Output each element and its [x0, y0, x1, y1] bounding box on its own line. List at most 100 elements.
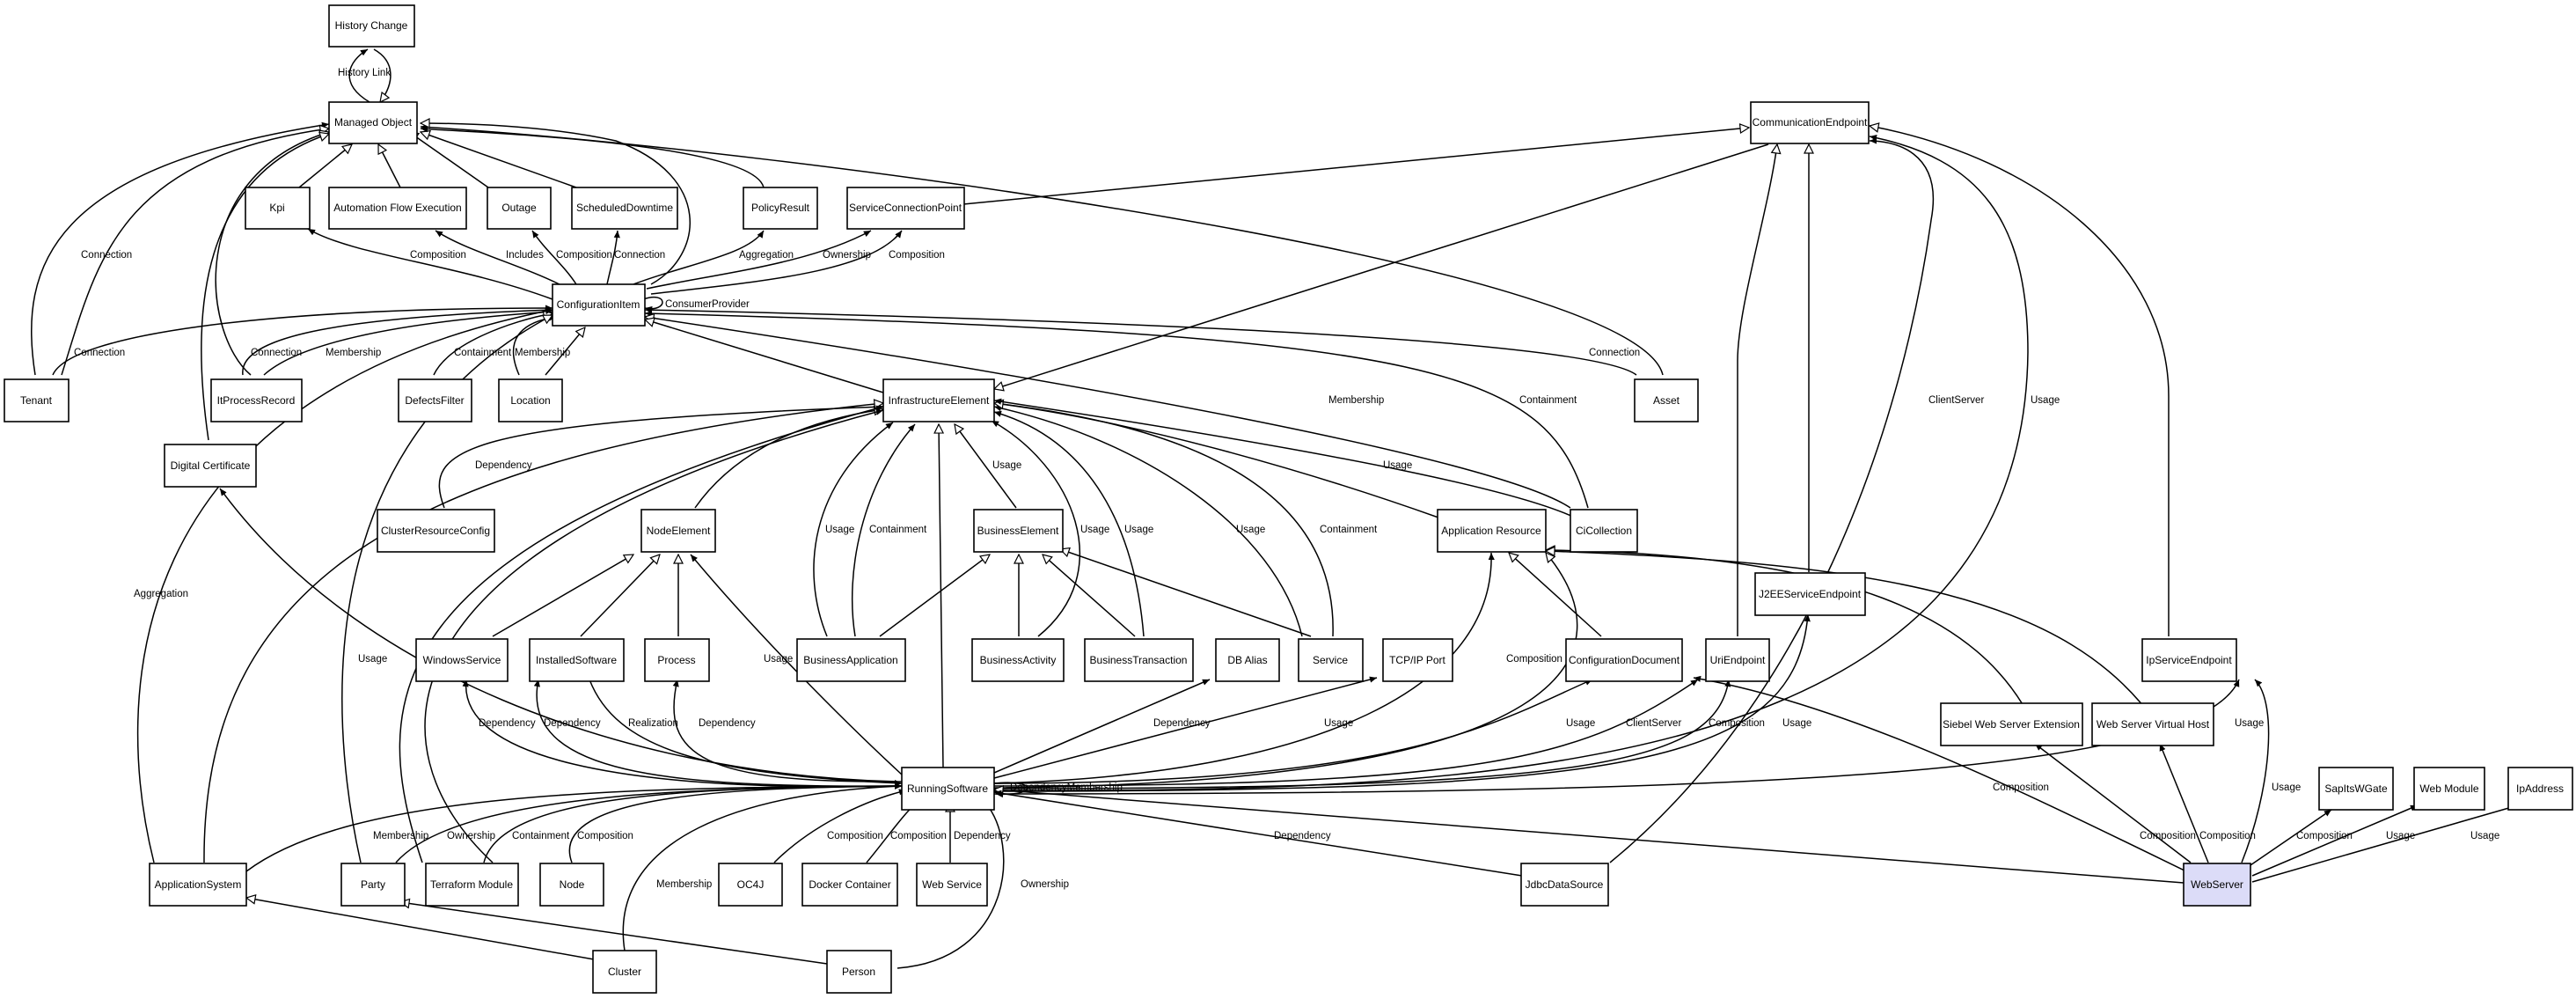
- node-ip-address[interactable]: IpAddress: [2507, 767, 2573, 811]
- label-webserver-configdoc: Composition: [1993, 782, 2049, 793]
- node-installed-software[interactable]: InstalledSoftware: [529, 638, 625, 682]
- node-windows-service[interactable]: WindowsService: [415, 638, 509, 682]
- edge-tenant-ci: [52, 305, 553, 376]
- edge-defectsfilter-ci: [433, 313, 553, 376]
- node-application-system[interactable]: ApplicationSystem: [149, 863, 247, 907]
- label-history-link: History Link: [338, 68, 391, 78]
- node-business-application[interactable]: BusinessApplication: [796, 638, 906, 682]
- label-jdbc-rs: Dependency: [1274, 831, 1331, 841]
- node-sapits-wgate[interactable]: SapItsWGate: [2318, 767, 2394, 811]
- node-node-element[interactable]: NodeElement: [640, 509, 716, 553]
- node-web-server[interactable]: WebServer: [2183, 863, 2251, 907]
- node-history-change[interactable]: History Change: [328, 4, 415, 48]
- node-jdbc-data-source[interactable]: JdbcDataSource: [1520, 863, 1609, 907]
- node-infrastructure-element[interactable]: InfrastructureElement: [882, 378, 995, 422]
- label-rs-windowsservice: Dependency: [479, 718, 536, 729]
- node-cluster[interactable]: Cluster: [592, 950, 657, 994]
- node-label: Web Service: [922, 878, 982, 891]
- node-configuration-item[interactable]: ConfigurationItem: [552, 283, 646, 327]
- node-label: ApplicationSystem: [155, 878, 242, 891]
- node-process[interactable]: Process: [644, 638, 710, 682]
- node-policy-result[interactable]: PolicyResult: [743, 187, 818, 230]
- edge-asset-managed-object: [420, 123, 1664, 376]
- label-webserver-webmodule: Usage: [2386, 831, 2415, 841]
- edge-kpi-managed-object[interactable]: [298, 144, 352, 188]
- edge-cicollection-ci-membership: [645, 317, 1571, 509]
- label-rs-commendpoint: Usage: [2031, 395, 2060, 406]
- label-businesselement-usage: Usage: [992, 460, 1021, 471]
- node-label: Process: [657, 654, 695, 666]
- node-communication-endpoint[interactable]: CommunicationEndpoint: [1750, 101, 1870, 144]
- node-service-connection-point[interactable]: ServiceConnectionPoint: [846, 187, 965, 230]
- node-party[interactable]: Party: [340, 863, 406, 907]
- node-managed-object[interactable]: Managed Object: [328, 101, 418, 144]
- node-db-alias[interactable]: DB Alias: [1215, 638, 1280, 682]
- node-label: Node: [560, 878, 585, 891]
- node-location[interactable]: Location: [498, 378, 563, 422]
- node-uri-endpoint[interactable]: UriEndpoint: [1705, 638, 1770, 682]
- nodes: History Change Managed Object Communicat…: [4, 4, 2573, 994]
- node-siebel-web-server-extension[interactable]: Siebel Web Server Extension: [1940, 702, 2083, 746]
- node-service[interactable]: Service: [1298, 638, 1364, 682]
- node-j2ee-service-endpoint[interactable]: J2EEServiceEndpoint: [1754, 572, 1866, 616]
- node-cluster-resource-config[interactable]: ClusterResourceConfig: [377, 509, 495, 553]
- label-oc4j-rs: Composition: [827, 831, 883, 841]
- node-ip-service-endpoint[interactable]: IpServiceEndpoint: [2141, 638, 2237, 682]
- node-business-element[interactable]: BusinessElement: [973, 509, 1064, 553]
- node-business-transaction[interactable]: BusinessTransaction: [1084, 638, 1194, 682]
- node-label: IpServiceEndpoint: [2146, 654, 2232, 666]
- edge-jdbc-commendpoint: [1609, 137, 1934, 863]
- node-scheduled-downtime[interactable]: ScheduledDowntime: [571, 187, 678, 230]
- node-outage[interactable]: Outage: [487, 187, 552, 230]
- node-tenant[interactable]: Tenant: [4, 378, 70, 422]
- node-label: BusinessApplication: [803, 654, 897, 666]
- node-kpi[interactable]: Kpi: [245, 187, 311, 230]
- node-label: IpAddress: [2516, 782, 2564, 795]
- node-ci-collection[interactable]: CiCollection: [1570, 509, 1638, 553]
- label-crc-dependency: Dependency: [475, 460, 532, 471]
- label-webserver-ipservice: Usage: [2272, 782, 2301, 793]
- label-rs-uriendpoint-comp: Composition: [1709, 718, 1765, 729]
- node-defects-filter[interactable]: DefectsFilter: [398, 378, 472, 422]
- node-automation-flow-execution[interactable]: Automation Flow Execution: [328, 187, 467, 230]
- edge-party-ci: [341, 314, 553, 863]
- node-terraform-module[interactable]: Terraform Module: [425, 863, 519, 907]
- label-ci-scp-ownership: Ownership: [823, 250, 871, 261]
- node-label: Web Module: [2419, 782, 2478, 795]
- node-docker-container[interactable]: Docker Container: [801, 863, 898, 907]
- node-it-process-record[interactable]: ItProcessRecord: [210, 378, 303, 422]
- node-web-server-virtual-host[interactable]: Web Server Virtual Host: [2091, 702, 2214, 746]
- label-appsystem-rs: Membership: [373, 831, 428, 841]
- node-tcp-ip-port[interactable]: TCP/IP Port: [1382, 638, 1453, 682]
- node-web-service[interactable]: Web Service: [916, 863, 988, 907]
- edge-appsystem-rs: [245, 782, 903, 872]
- edge-windowsservice-nodeelement: [492, 555, 633, 637]
- node-configuration-document[interactable]: ConfigurationDocument: [1565, 638, 1683, 682]
- node-running-software[interactable]: RunningSoftware: [901, 767, 995, 811]
- edge-history-link[interactable]: [348, 48, 392, 102]
- node-digital-certificate[interactable]: Digital Certificate: [164, 444, 257, 488]
- node-label: Web Server Virtual Host: [2097, 718, 2210, 731]
- edge-policyresult-managed-object: [420, 126, 765, 188]
- label-ci-scheduleddowntime: Connection: [614, 250, 665, 261]
- node-person[interactable]: Person: [826, 950, 892, 994]
- node-oc4j[interactable]: OC4J: [718, 863, 783, 907]
- edge-rs-j2ee: [993, 613, 1811, 792]
- edge-rs-appresource-2: [993, 553, 1578, 789]
- node-label: Siebel Web Server Extension: [1943, 718, 2080, 731]
- label-webserver-siebel: Composition: [2140, 831, 2196, 841]
- edge-ci-afe: [435, 230, 564, 287]
- edge-businessapp-businesselement: [879, 555, 990, 637]
- node-asset[interactable]: Asset: [1634, 378, 1699, 422]
- node-application-resource[interactable]: Application Resource: [1437, 509, 1547, 553]
- node-business-activity[interactable]: BusinessActivity: [971, 638, 1065, 682]
- edge-siebel-appresource: [1546, 550, 2033, 723]
- node-label: ClusterResourceConfig: [381, 525, 490, 537]
- node-node[interactable]: Node: [539, 863, 604, 907]
- edge-digitalcert-managed-object: [201, 134, 329, 441]
- node-label: Digital Certificate: [171, 459, 251, 472]
- edge-party-rs: [395, 782, 903, 863]
- edge-tenant-managed-object: [30, 121, 330, 376]
- node-web-module[interactable]: Web Module: [2413, 767, 2485, 811]
